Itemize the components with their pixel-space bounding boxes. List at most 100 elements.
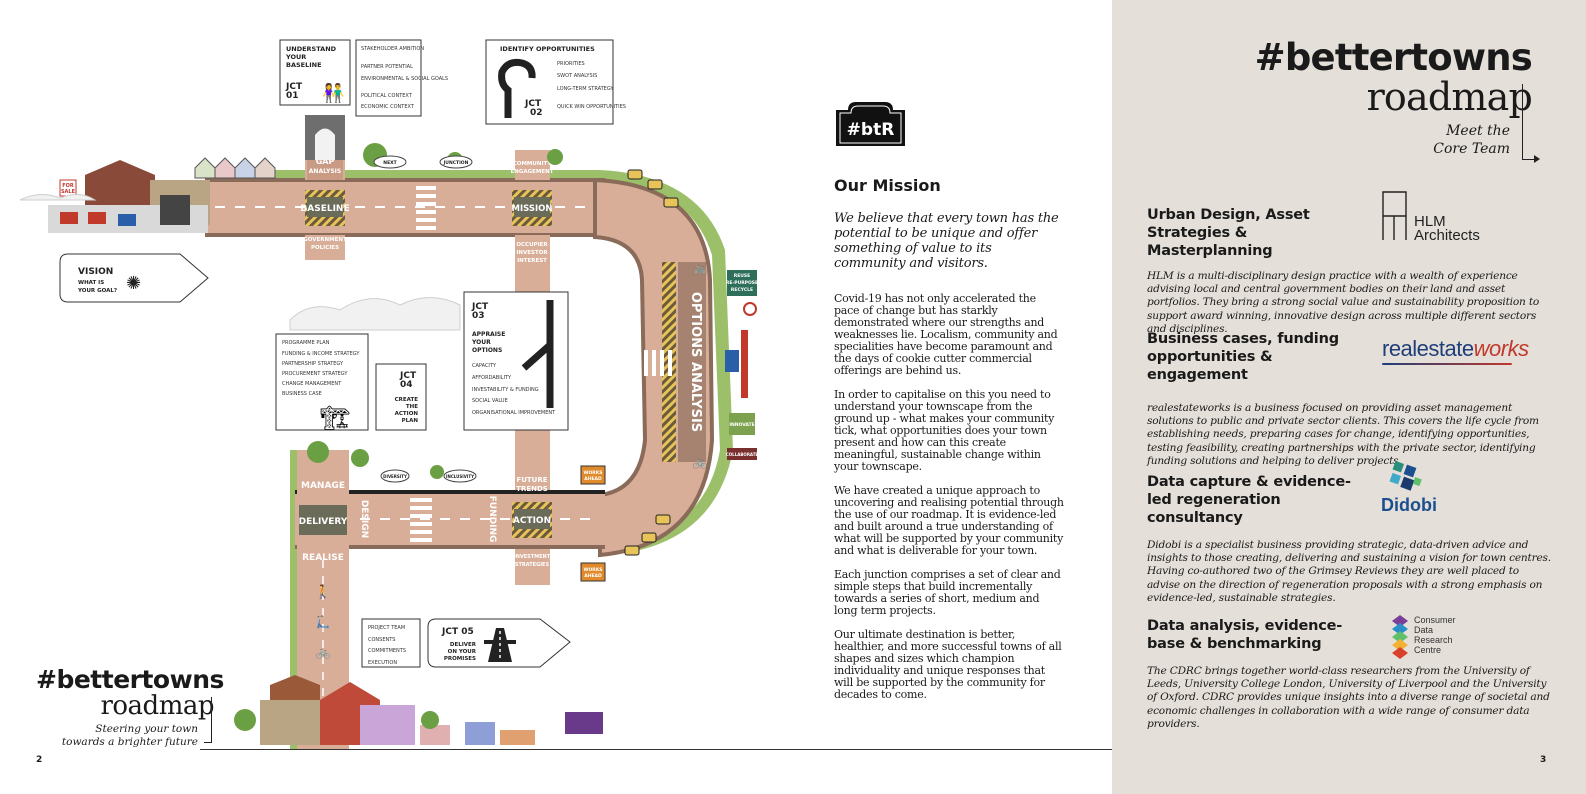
clouds (19, 194, 461, 331)
left-brand-strapline-1: Steering your town (95, 723, 198, 735)
walk-icon: 🚶 (315, 584, 331, 600)
no-entry-sign (743, 302, 757, 316)
jct01-sign: UNDERSTAND YOUR BASELINE JCT 01 👫 (279, 39, 351, 106)
svg-text:INNOVATE: INNOVATE (729, 422, 754, 428)
svg-text:POLITICAL CONTEXT: POLITICAL CONTEXT (361, 93, 413, 99)
svg-text:JCT 05: JCT 05 (441, 627, 474, 637)
didobi-logo: Didobi (1381, 460, 1437, 515)
road-label-manage: MANAGE (301, 481, 345, 491)
trees-middle (307, 441, 444, 479)
svg-text:COMMUNITY: COMMUNITY (513, 161, 553, 167)
red-sign (741, 330, 748, 398)
svg-text:OCCUPIER: OCCUPIER (516, 242, 548, 248)
svg-text:INVESTABILITY & FUNDING: INVESTABILITY & FUNDING (472, 387, 539, 393)
mission-paragraph-3: We have created a unique approach to unc… (834, 484, 1064, 557)
jct02-sign: IDENTIFY OPPORTUNITIES JCT 02 PRIORITIES… (485, 39, 626, 125)
svg-text:ECONOMIC CONTEXT: ECONOMIC CONTEXT (361, 104, 415, 110)
svg-text:YOUR: YOUR (471, 339, 491, 346)
svg-text:SALE: SALE (61, 189, 76, 195)
road-label-action: ACTION (512, 502, 552, 538)
road-label-funding: FUNDING (487, 496, 497, 543)
svg-text:04: 04 (400, 380, 413, 390)
mission-paragraph-5: Our ultimate destination is better, heal… (834, 628, 1062, 701)
svg-text:PARTNER POTENTIAL: PARTNER POTENTIAL (361, 64, 413, 70)
bicycle-icon-curve-top: 🚲 (693, 261, 708, 275)
right-brand-sub-2: Core Team (1433, 141, 1510, 157)
town-buildings-top (48, 115, 345, 233)
jct04-items: PROGRAMME PLAN FUNDING & INCOME STRATEGY… (275, 333, 369, 432)
svg-text:MISSION: MISSION (512, 204, 553, 214)
svg-text:AHEAD: AHEAD (584, 573, 602, 579)
svg-text:ENGAGEMENT: ENGAGEMENT (511, 169, 554, 175)
left-brand-bracket (211, 697, 212, 743)
svg-text:TRENDS: TRENDS (516, 485, 548, 493)
partner-hlm: Urban Design, Asset Strategies & Masterp… (1147, 206, 1551, 336)
svg-text:Research: Research (1414, 635, 1453, 645)
svg-text:QUICK WIN OPPORTUNITIES: QUICK WIN OPPORTUNITIES (557, 104, 626, 110)
sign-collaborate: COLLABORATE (726, 448, 759, 460)
svg-text:JUNCTION: JUNCTION (443, 160, 469, 166)
svg-text:FUNDING & INCOME STRATEGY: FUNDING & INCOME STRATEGY (282, 351, 360, 357)
road-label-government-policies: GOVERNMENT POLICIES (303, 237, 347, 251)
svg-text:FOR: FOR (62, 183, 74, 189)
svg-text:CREATE: CREATE (395, 397, 419, 403)
blue-sign (725, 350, 739, 372)
svg-text:INVESTMENT: INVESTMENT (514, 554, 551, 560)
svg-text:FUTURE: FUTURE (516, 476, 547, 484)
road-label-design: DESIGN (359, 500, 369, 538)
right-brand-bracket (1522, 84, 1523, 160)
svg-text:PARTNERSHIP STRATEGY: PARTNERSHIP STRATEGY (282, 361, 344, 367)
blimp-diversity: DIVERSITY (380, 469, 410, 483)
hlm-architects-logo: HLM Architects (1382, 191, 1480, 242)
right-brand-bracket-foot (1523, 159, 1537, 160)
svg-text:YOUR GOAL?: YOUR GOAL? (77, 288, 117, 294)
svg-text:STAKEHOLDER AMBITION: STAKEHOLDER AMBITION (361, 46, 424, 52)
vision-sign: VISION WHAT IS YOUR GOAL? ✺ (59, 253, 209, 303)
sign-reuse: REUSE RE-PURPOSE RECYCLE (726, 270, 758, 296)
sunburst-icon: ✺ (126, 273, 141, 294)
partner-cdrc: Data analysis, evidence-base & benchmark… (1147, 617, 1551, 731)
svg-text:EXECUTION: EXECUTION (368, 660, 397, 666)
partner-realestateworks-heading: Business cases, funding opportunities & … (1147, 331, 1339, 383)
partner-didobi-text: Didobi is a specialist business providin… (1147, 539, 1551, 604)
svg-text:03: 03 (472, 311, 485, 321)
mission-heading: Our Mission (834, 176, 941, 195)
jct05-sign: JCT 05 DELIVER ON YOUR PROMISES (427, 618, 571, 668)
svg-text:ANALYSIS: ANALYSIS (309, 168, 341, 175)
realestateworks-logo: realestateworks (1382, 336, 1529, 365)
svg-text:THE: THE (406, 404, 418, 410)
options-analysis-band (678, 262, 706, 462)
road-label-community-engagement: COMMUNITY ENGAGEMENT (511, 161, 554, 175)
svg-text:DELIVERY: DELIVERY (299, 517, 348, 527)
partner-realestateworks: Business cases, funding opportunities & … (1147, 330, 1551, 468)
svg-text:02: 02 (530, 108, 543, 118)
left-brand-bracket-foot (204, 742, 212, 743)
people-icon: 👫 (322, 82, 344, 104)
bicycle-icon-curve-bottom: 🚲 (693, 455, 708, 469)
partner-didobi-heading: Data capture & evidence-led regeneration… (1147, 474, 1351, 526)
jct01-items: STAKEHOLDER AMBITION PARTNER POTENTIAL E… (355, 39, 448, 117)
svg-text:PROCUREMENT STRATEGY: PROCUREMENT STRATEGY (282, 371, 348, 377)
svg-text:DIVERSITY: DIVERSITY (383, 474, 407, 479)
arrow-right-icon (1534, 155, 1540, 163)
svg-text:01: 01 (286, 91, 299, 101)
partner-cdrc-text: The CDRC brings together world-class res… (1147, 665, 1550, 730)
grass (200, 170, 733, 750)
blimp-next: NEXT (373, 155, 407, 169)
sign-works-ahead-bottom: WORKS AHEAD (580, 562, 606, 582)
svg-text:GOVERNMENT: GOVERNMENT (303, 237, 347, 243)
svg-text:#btR: #btR (847, 120, 895, 140)
svg-text:STRATEGIES: STRATEGIES (515, 562, 550, 568)
svg-text:COLLABORATE: COLLABORATE (726, 452, 759, 457)
svg-text:JCT: JCT (471, 302, 489, 312)
svg-text:SWOT ANALYSIS: SWOT ANALYSIS (557, 73, 597, 79)
svg-text:AFFORDABILITY: AFFORDABILITY (472, 375, 512, 381)
svg-text:PRIORITIES: PRIORITIES (557, 61, 585, 67)
realestateworks-logo-part-1: realestate (1382, 336, 1474, 361)
blimp-inclusivity: INCLUSIVITY (443, 469, 477, 483)
road-label-delivery: DELIVERY (299, 505, 348, 535)
jct04-sign: JCT 04 CREATE THE ACTION PLAN (375, 363, 427, 431)
road-label-options-analysis: OPTIONS ANALYSIS (688, 292, 703, 432)
svg-text:PROMISES: PROMISES (444, 656, 476, 662)
partner-hlm-text: HLM is a multi-disciplinary design pract… (1147, 270, 1540, 335)
